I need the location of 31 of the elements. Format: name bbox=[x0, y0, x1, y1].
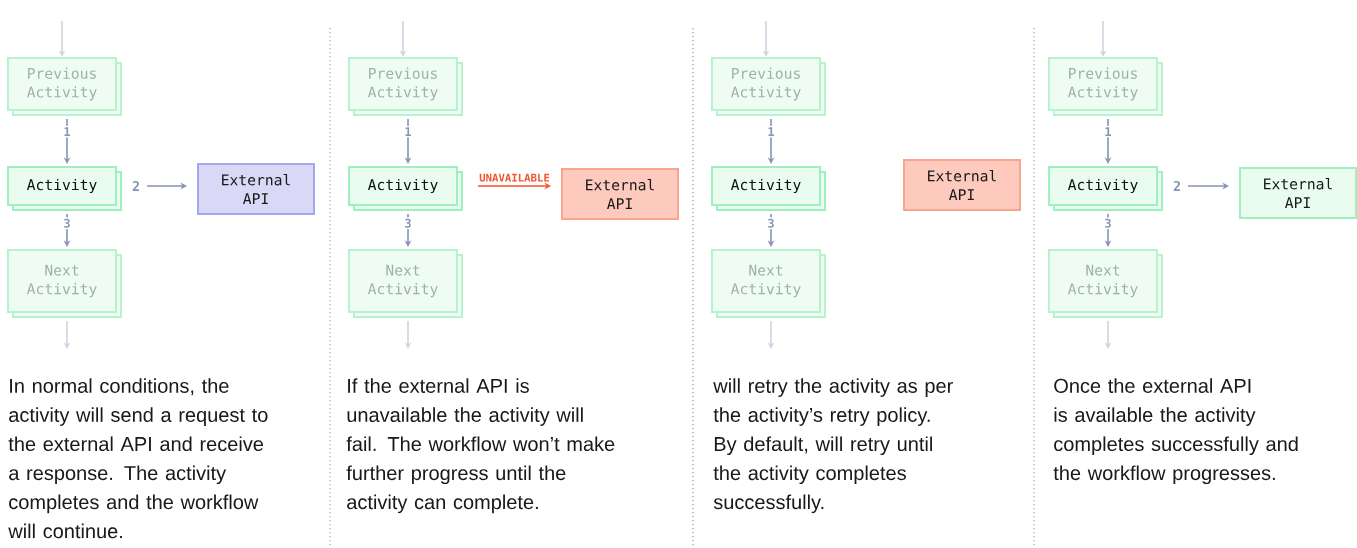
edge-label: UNAVAILABLE bbox=[477, 172, 552, 184]
activity-box: Activity bbox=[7, 166, 122, 211]
activity-box: Activity bbox=[1048, 166, 1163, 211]
edge-label: 3 bbox=[62, 217, 72, 230]
description-text: will retry the activity as per the activity’s retry policy. By default, will retry until the activity completes successfully. bbox=[713, 378, 953, 514]
activity-box: Previous Activity bbox=[1048, 57, 1163, 116]
description-text: If the external API is unavailable the activity will fail. The workflow won’t make further progress until the activity can complete. bbox=[346, 378, 615, 514]
api-box: External API bbox=[903, 159, 1021, 211]
activity-box: Activity bbox=[711, 166, 826, 211]
description-text: In normal conditions, the activity will send a request to the external API and receive a response. The activity completes and the workflow will continue. bbox=[8, 378, 268, 539]
edge-label: 3 bbox=[766, 217, 776, 230]
api-box: External API bbox=[1239, 167, 1357, 219]
edge-label: 1 bbox=[1103, 125, 1113, 138]
activity-box: Next Activity bbox=[7, 249, 122, 318]
activity-box: Previous Activity bbox=[711, 57, 826, 116]
activity-box: Next Activity bbox=[1048, 249, 1163, 318]
edge-label: 2 bbox=[1171, 179, 1183, 193]
activity-box: Next Activity bbox=[711, 249, 826, 318]
edge-label: 3 bbox=[403, 217, 413, 230]
activity-box: Activity bbox=[348, 166, 463, 211]
description-text: Once the external API is available the activity completes successfully and the workflow progresses. bbox=[1053, 378, 1298, 485]
api-box: External API bbox=[561, 168, 679, 220]
edge-label: 2 bbox=[130, 179, 142, 193]
activity-box: Next Activity bbox=[348, 249, 463, 318]
api-box: External API bbox=[197, 163, 315, 215]
edge-label: 1 bbox=[403, 125, 413, 138]
edge-label: 3 bbox=[1103, 217, 1113, 230]
activity-box: Previous Activity bbox=[7, 57, 122, 116]
activity-box: Previous Activity bbox=[348, 57, 463, 116]
edge-label: 1 bbox=[62, 125, 72, 138]
edge-label: 1 bbox=[766, 125, 776, 138]
